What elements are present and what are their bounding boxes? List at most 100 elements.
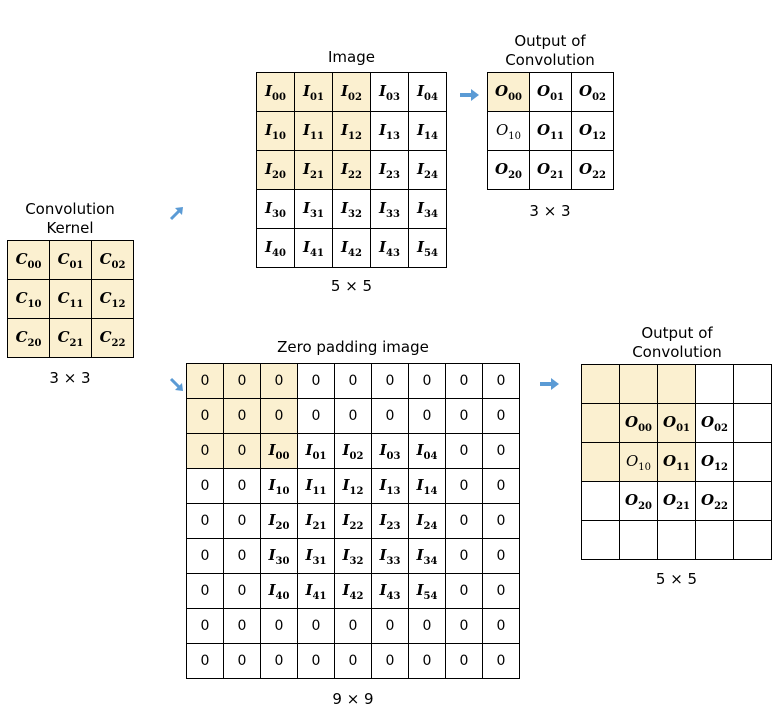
- grid-cell: O02: [695, 403, 734, 443]
- cell-symbol: C: [15, 249, 28, 268]
- cell-subscript: 20: [272, 169, 286, 181]
- grid-cell: I03: [370, 72, 409, 112]
- grid-cell: I02: [334, 433, 372, 469]
- cell-symbol: O: [625, 412, 639, 431]
- cell-subscript: 14: [424, 130, 438, 142]
- grid-cell: 0: [408, 398, 446, 434]
- cell-subscript: 12: [592, 130, 606, 142]
- cell-symbol: I: [305, 440, 313, 459]
- grid-cell: 0: [186, 468, 224, 504]
- grid-cell: 0: [223, 468, 261, 504]
- cell-symbol: I: [416, 440, 424, 459]
- cell-symbol: I: [379, 120, 387, 139]
- cell-symbol: I: [379, 510, 387, 529]
- cell-symbol: I: [305, 580, 313, 599]
- grid-cell: I11: [297, 468, 335, 504]
- cell-subscript: 21: [312, 520, 327, 532]
- cell-symbol: I: [379, 159, 387, 178]
- grid-cell: 0: [223, 433, 261, 469]
- output-top-title-line1: Output of: [514, 32, 586, 50]
- grid-cell: O10: [619, 442, 658, 482]
- cell-symbol: I: [303, 159, 311, 178]
- cell-subscript: 22: [111, 337, 126, 349]
- cell-symbol: I: [379, 580, 387, 599]
- cell-subscript: 34: [423, 555, 438, 567]
- cell-subscript: 02: [714, 422, 728, 434]
- output-bottom-title-line1: Output of: [641, 324, 713, 342]
- grid-cell: [657, 520, 696, 560]
- grid-cell: 0: [482, 643, 520, 679]
- grid-cell: I40: [256, 228, 295, 268]
- cell-subscript: 21: [69, 337, 84, 349]
- grid-cell: [733, 364, 772, 404]
- cell-subscript: 00: [275, 450, 290, 462]
- grid-cell: 0: [260, 643, 298, 679]
- cell-symbol: I: [379, 237, 387, 256]
- output-top-title-line2: Convolution: [505, 51, 595, 69]
- grid-cell: O20: [487, 150, 530, 190]
- grid-cell: 0: [408, 608, 446, 644]
- grid-cell: 0: [445, 573, 483, 609]
- grid-cell: 0: [482, 608, 520, 644]
- cell-symbol: I: [268, 580, 276, 599]
- grid-cell: I32: [334, 538, 372, 574]
- grid-cell: I24: [408, 150, 447, 190]
- grid-cell: C01: [49, 240, 92, 280]
- cell-subscript: 22: [349, 520, 364, 532]
- grid-cell: 0: [408, 363, 446, 399]
- cell-symbol: I: [265, 81, 273, 100]
- cell-symbol: O: [663, 451, 677, 470]
- grid-cell: I02: [332, 72, 371, 112]
- grid-cell: I54: [408, 228, 447, 268]
- grid-cell: 0: [186, 573, 224, 609]
- cell-symbol: C: [15, 288, 28, 307]
- cell-subscript: 23: [386, 520, 401, 532]
- cell-symbol: C: [57, 249, 70, 268]
- cell-subscript: 30: [275, 555, 290, 567]
- grid-cell: I03: [371, 433, 409, 469]
- cell-symbol: I: [303, 198, 311, 217]
- cell-symbol: I: [416, 475, 424, 494]
- grid-cell: 0: [260, 398, 298, 434]
- grid-cell: 0: [408, 643, 446, 679]
- grid-cell: 0: [260, 363, 298, 399]
- grid-cell: 0: [223, 573, 261, 609]
- grid-cell: O00: [619, 403, 658, 443]
- grid-cell: O21: [529, 150, 572, 190]
- cell-symbol: I: [416, 545, 424, 564]
- cell-symbol: O: [495, 120, 509, 139]
- cell-subscript: 12: [111, 298, 126, 310]
- cell-subscript: 24: [424, 169, 438, 181]
- output-top-title: Output of Convolution: [470, 32, 630, 70]
- cell-symbol: I: [417, 159, 425, 178]
- cell-subscript: 10: [272, 130, 286, 142]
- cell-subscript: 01: [550, 91, 564, 103]
- grid-cell: I11: [294, 111, 333, 151]
- cell-symbol: O: [579, 159, 593, 178]
- grid-cell: I14: [408, 468, 446, 504]
- grid-cell: I41: [297, 573, 335, 609]
- cell-symbol: O: [663, 490, 677, 509]
- grid-cell: I22: [332, 150, 371, 190]
- output-bottom-size-label: 5 × 5: [655, 570, 698, 588]
- cell-symbol: I: [341, 198, 349, 217]
- cell-subscript: 12: [714, 461, 728, 473]
- padded-title: Zero padding image: [277, 338, 429, 356]
- grid-cell: I00: [260, 433, 298, 469]
- grid-cell: I43: [370, 228, 409, 268]
- grid-cell: O21: [657, 481, 696, 521]
- cell-symbol: I: [379, 198, 387, 217]
- grid-cell: 0: [297, 363, 335, 399]
- cell-subscript: 02: [348, 91, 362, 103]
- grid-cell: I13: [370, 111, 409, 151]
- cell-subscript: 22: [592, 169, 606, 181]
- cell-subscript: 32: [349, 555, 364, 567]
